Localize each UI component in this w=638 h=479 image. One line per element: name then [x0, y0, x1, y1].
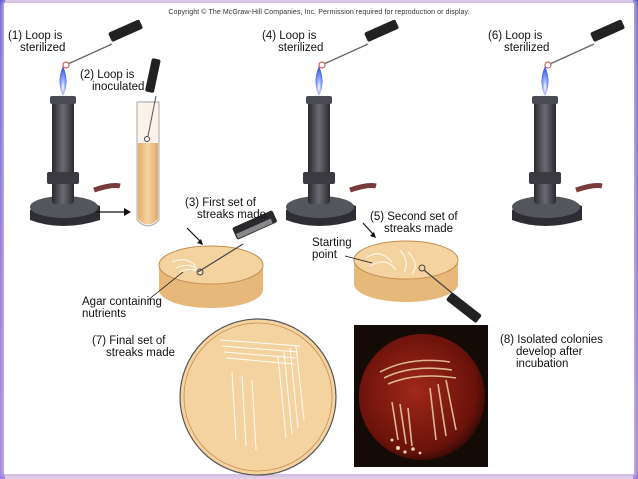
agar-line-1: Agar containing [82, 296, 162, 308]
step-8-line-3: incubation [516, 358, 569, 370]
step-8-line-2: develop after [516, 346, 583, 358]
starting-line-2: point [312, 249, 337, 261]
step-5-line-2: streaks made [384, 223, 454, 235]
step-4-line-2: sterilized [278, 42, 324, 54]
agar-label: Agar containing nutrients [82, 296, 162, 320]
petri-dish-2 [344, 240, 482, 323]
step-4-label: (4) Loop is sterilized [262, 30, 323, 54]
bunsen-burner-3 [512, 19, 625, 226]
step-3-label: (3) First set of streaks made [185, 197, 266, 221]
step-4-line-1: (4) Loop is [262, 30, 317, 42]
arrow-to-second-plate [362, 222, 376, 238]
step-1-line-2: sterilized [20, 42, 66, 54]
petri-dish-1 [147, 210, 277, 308]
step-8-line-1: (8) Isolated colonies [500, 334, 603, 346]
step-7-line-1: (7) Final set of [92, 335, 166, 347]
starting-point-label: Starting point [312, 237, 352, 261]
step-6-label: (6) Loop is sterilized [488, 30, 549, 54]
step-5-label: (5) Second set of streaks made [370, 211, 458, 235]
agar-line-2: nutrients [82, 308, 127, 320]
step-1-line-1: (1) Loop is [8, 30, 63, 42]
step-7-label: (7) Final set of streaks made [92, 335, 175, 359]
step-2-label: (2) Loop is inoculated [80, 69, 144, 93]
step-5-line-1: (5) Second set of [370, 211, 458, 223]
step-1-label: (1) Loop is sterilized [8, 30, 65, 54]
left-accent-bar [0, 0, 5, 479]
arrow-to-first-plate [186, 227, 203, 245]
step-7-line-2: streaks made [106, 347, 176, 359]
step-2-line-2: inoculated [92, 81, 145, 93]
step-3-line-1: (3) First set of [185, 197, 256, 209]
bunsen-burner-1 [30, 19, 143, 226]
step-6-line-2: sterilized [504, 42, 550, 54]
step-2-line-1: (2) Loop is [80, 69, 135, 81]
step-3-line-2: streaks made [197, 209, 267, 221]
final-streak-plate [179, 318, 337, 476]
arrow-to-tube [96, 208, 131, 216]
test-tube [136, 58, 161, 227]
incubated-plate-photo [354, 325, 488, 467]
right-accent-bar [633, 0, 638, 479]
starting-line-1: Starting [312, 237, 352, 249]
step-8-label: (8) Isolated colonies develop after incu… [500, 334, 603, 370]
step-6-line-1: (6) Loop is [488, 30, 543, 42]
bunsen-burner-2 [286, 19, 399, 226]
copyright-notice: Copyright © The McGraw-Hill Companies, I… [168, 9, 470, 16]
